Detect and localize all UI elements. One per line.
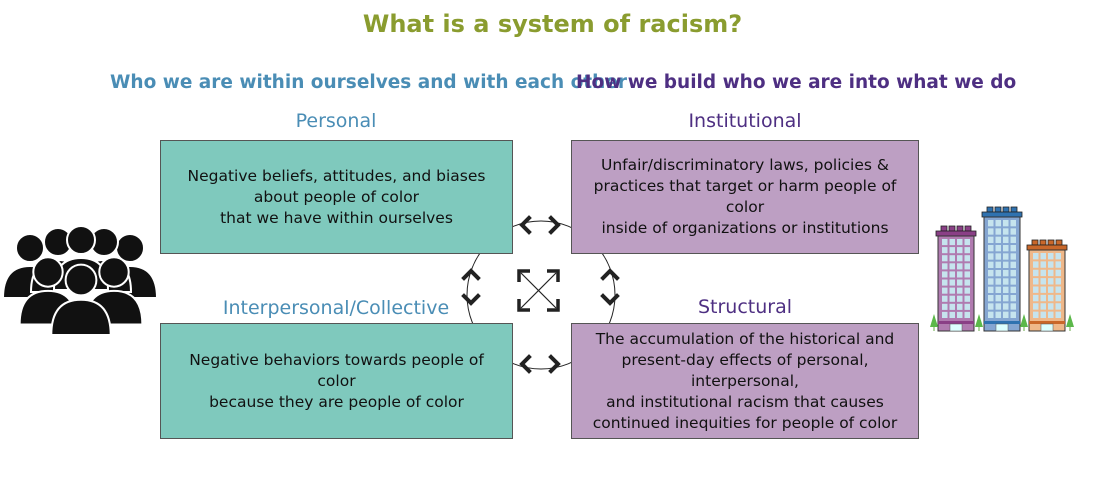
text-line: The accumulation of the historical and <box>595 329 895 348</box>
building-icon <box>981 206 1023 332</box>
building-icon <box>935 225 977 332</box>
institutional-label: Institutional <box>688 110 802 132</box>
text-line: about people of color <box>253 187 420 206</box>
double-arrow-icon-left <box>461 268 481 306</box>
text-line: because they are people of color <box>209 392 464 411</box>
text-line: inside of organizations or institutions <box>601 219 889 237</box>
double-arrow-icon-top <box>519 215 561 235</box>
structural-box: The accumulation of the historical and pr… <box>571 323 919 439</box>
institutional-box: Unfair/discriminatory laws, policies & pr… <box>571 140 919 254</box>
text-line: Unfair/discriminatory laws, policies & <box>600 156 889 174</box>
tree-icon <box>930 314 938 331</box>
buildings-icon <box>930 206 1074 332</box>
double-arrow-icon-bottom <box>519 354 561 374</box>
interpersonal-box: Negative behaviors towards people of col… <box>160 323 513 439</box>
text-line: practices that target or harm people of … <box>593 177 897 216</box>
personal-label: Personal <box>295 110 377 132</box>
tree-icon <box>975 314 983 331</box>
text-line: and institutional racism that causes <box>606 392 884 411</box>
cycle-circle <box>466 220 616 370</box>
interpersonal-label: Interpersonal/Collective <box>222 297 450 319</box>
person-icon <box>50 263 112 336</box>
people-group-icon <box>1 225 159 336</box>
right-heading: How we build who we are into what we do <box>576 72 1017 93</box>
double-arrow-icon-right <box>600 268 620 306</box>
four-way-arrows-icon <box>517 269 560 312</box>
text-line: Negative behaviors towards people of col… <box>189 350 484 390</box>
text-line: Negative beliefs, attitudes, and biases <box>187 166 486 185</box>
text-line: that we have within ourselves <box>220 208 453 227</box>
left-heading: Who we are within ourselves and with eac… <box>110 72 627 93</box>
building-icon <box>1026 239 1068 332</box>
tree-icon <box>1066 314 1074 331</box>
structural-label: Structural <box>697 296 793 318</box>
page-title: What is a system of racism? <box>362 10 743 38</box>
text-line: present-day effects of personal, interpe… <box>621 350 869 390</box>
personal-box: Negative beliefs, attitudes, and biases a… <box>160 140 513 254</box>
tree-icon <box>1020 314 1028 331</box>
text-line: continued inequities for people of color <box>592 413 898 432</box>
